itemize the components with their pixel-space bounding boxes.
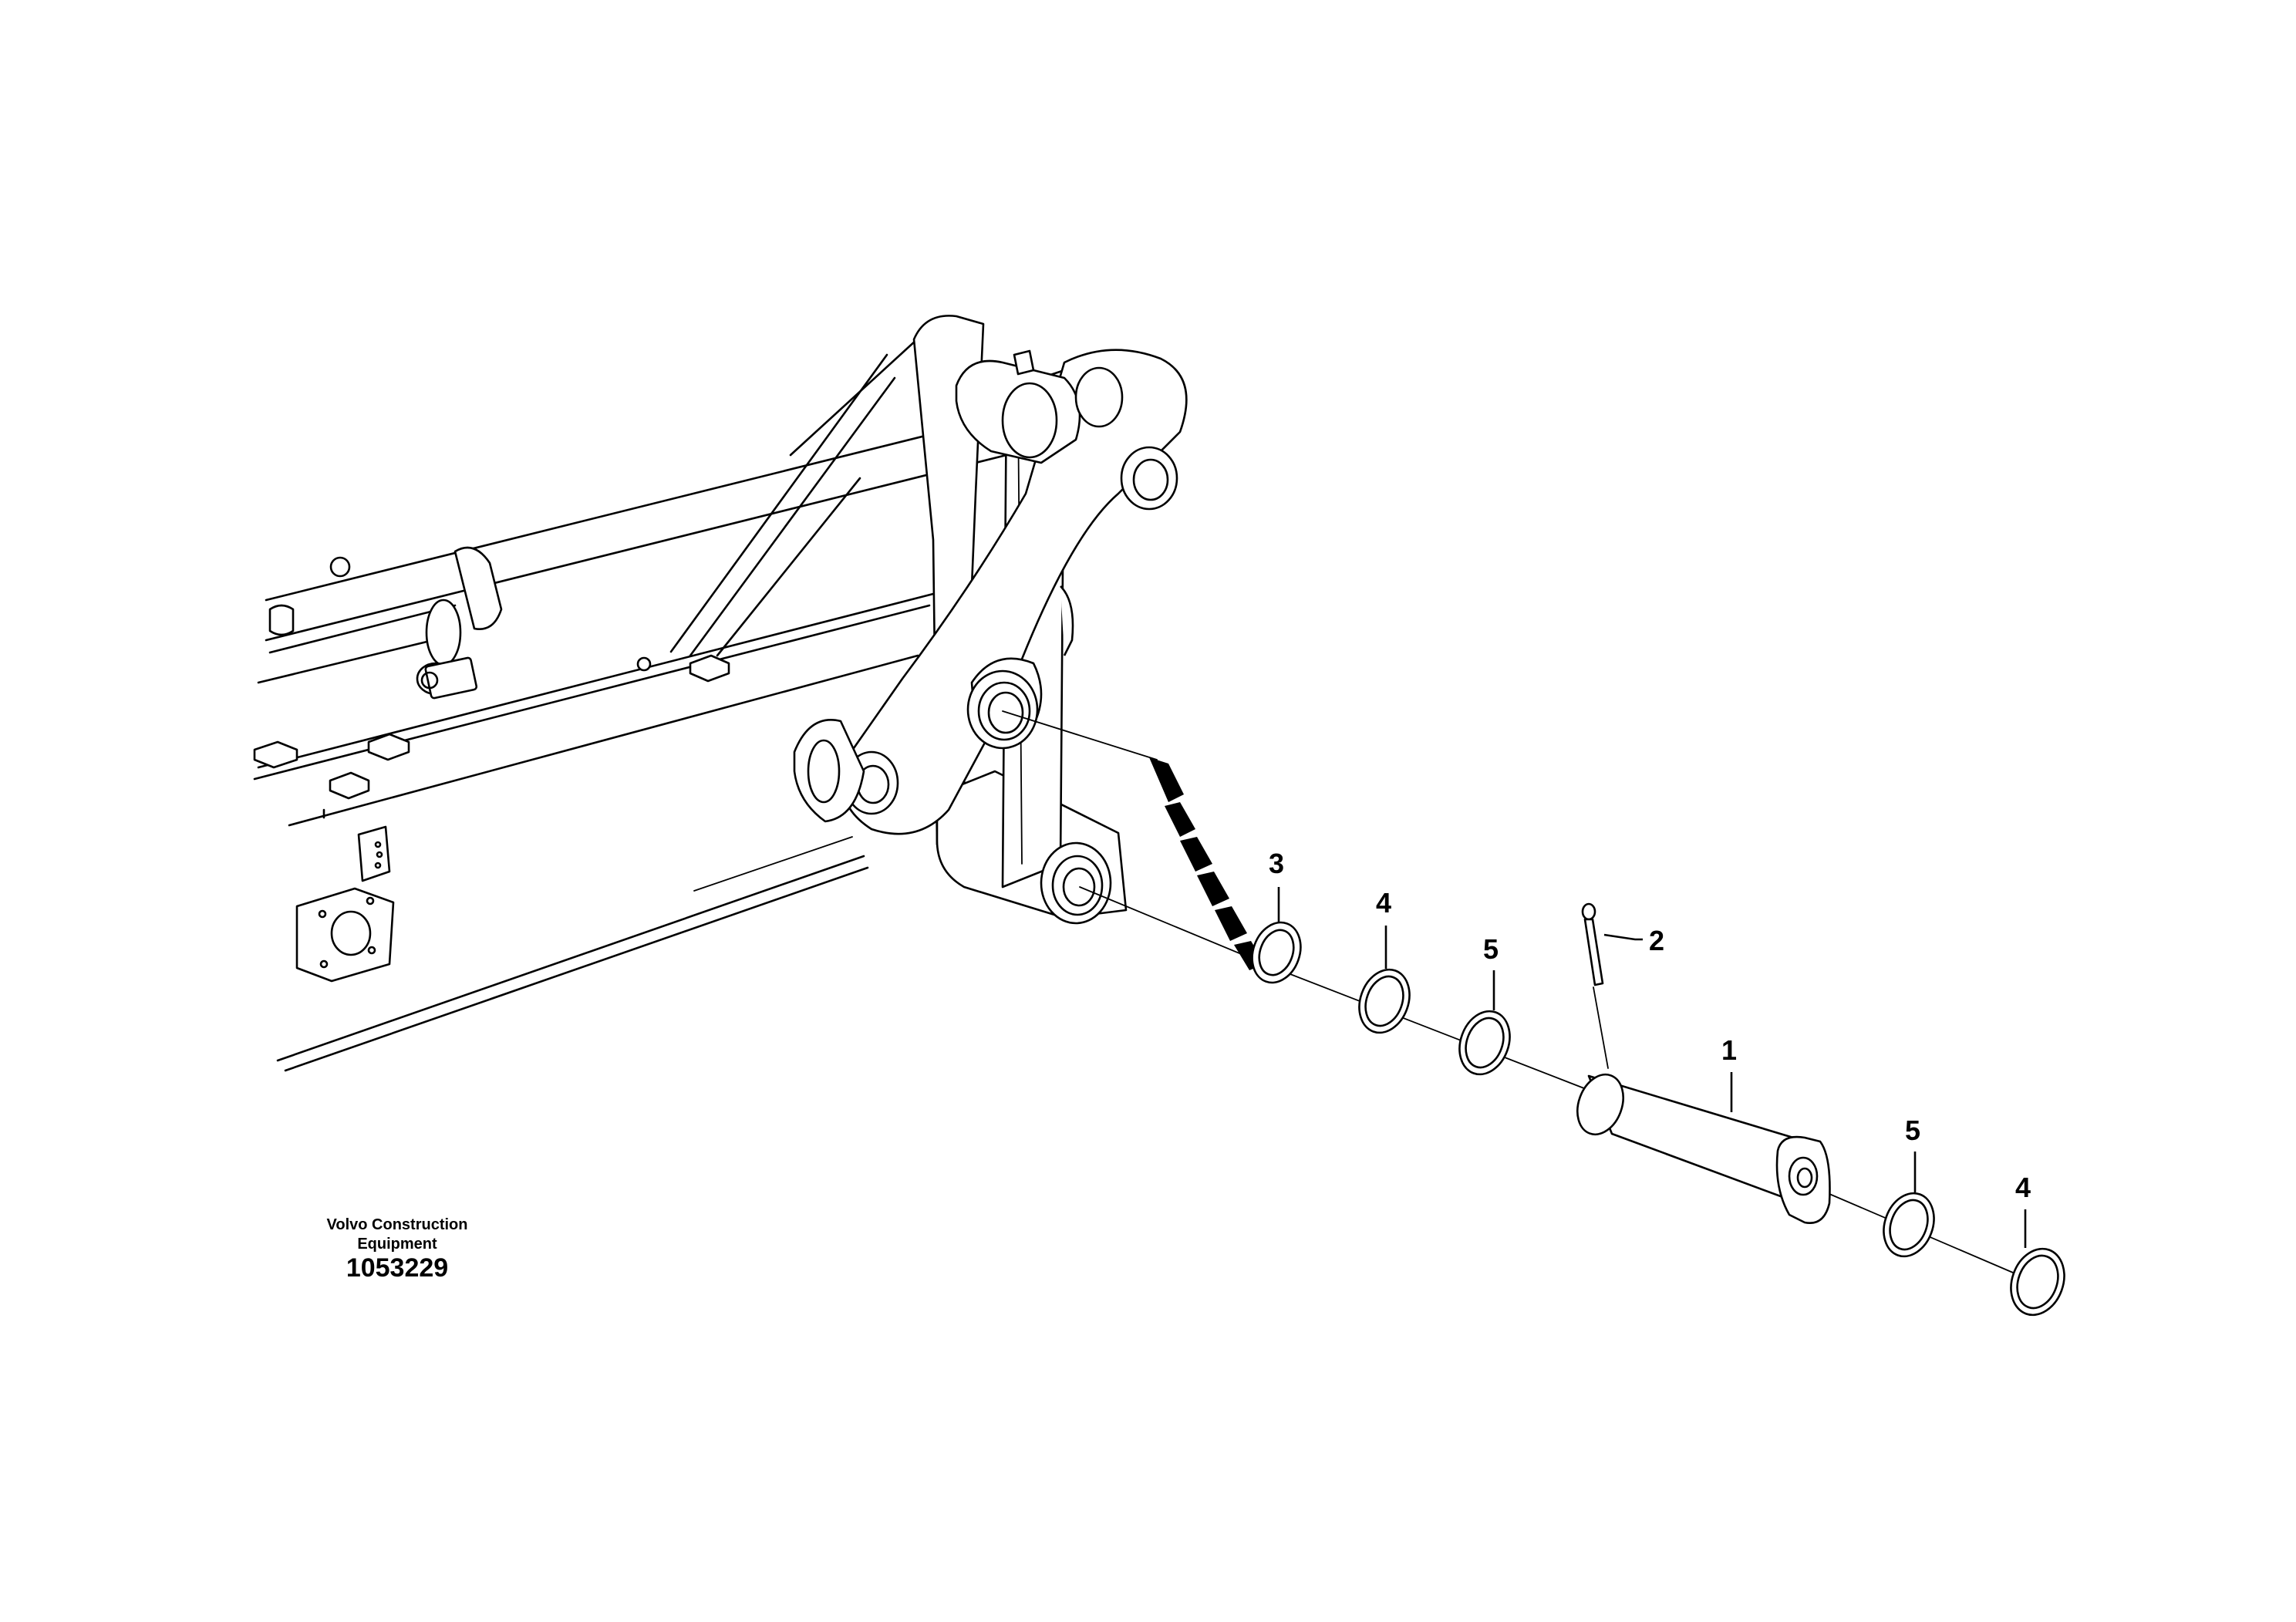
part-pin <box>1576 1073 1831 1224</box>
brand-caption: Volvo Construction Equipment <box>301 1216 494 1254</box>
callout-label-4b: 4 <box>2015 1172 2031 1203</box>
callout-label-5b: 5 <box>1905 1114 1920 1146</box>
callouts: 3 4 5 2 1 5 4 <box>1269 848 2031 1248</box>
boom-lattice <box>669 330 927 657</box>
part-shim-a <box>1358 968 1411 1034</box>
part-shim-b <box>1458 1010 1511 1076</box>
callout-label-3: 3 <box>1269 848 1284 879</box>
callout-label-1: 1 <box>1721 1034 1737 1066</box>
mounting-plates <box>295 825 395 983</box>
pivot-bore-upper <box>966 657 1043 750</box>
part-shim-c <box>1883 1192 1935 1258</box>
boom-arm-lower <box>253 592 935 1072</box>
mount-blocks <box>253 556 730 800</box>
link-arm <box>841 349 1188 835</box>
part-shim-d <box>2010 1247 2065 1317</box>
pivot-bore-left <box>793 719 865 823</box>
brand-line-1: Volvo Construction <box>326 1216 468 1233</box>
callout-label-2: 2 <box>1649 925 1664 956</box>
brand-line-2: Equipment <box>357 1236 437 1253</box>
install-path-indicator <box>1149 757 1265 970</box>
part-spacer-ring <box>1251 921 1302 984</box>
assembly-center-lines <box>1002 710 2014 1273</box>
boom-assembly <box>253 315 1188 1072</box>
part-lock-bolt <box>1581 902 1609 1069</box>
drawing-number: 1053229 <box>346 1253 449 1283</box>
pivot-bore-lower <box>1040 841 1112 925</box>
hydraulic-cylinder-upper <box>257 415 1008 700</box>
callout-label-5a: 5 <box>1483 933 1499 965</box>
callout-label-4a: 4 <box>1376 887 1391 919</box>
top-pivot-hub <box>955 349 1124 464</box>
